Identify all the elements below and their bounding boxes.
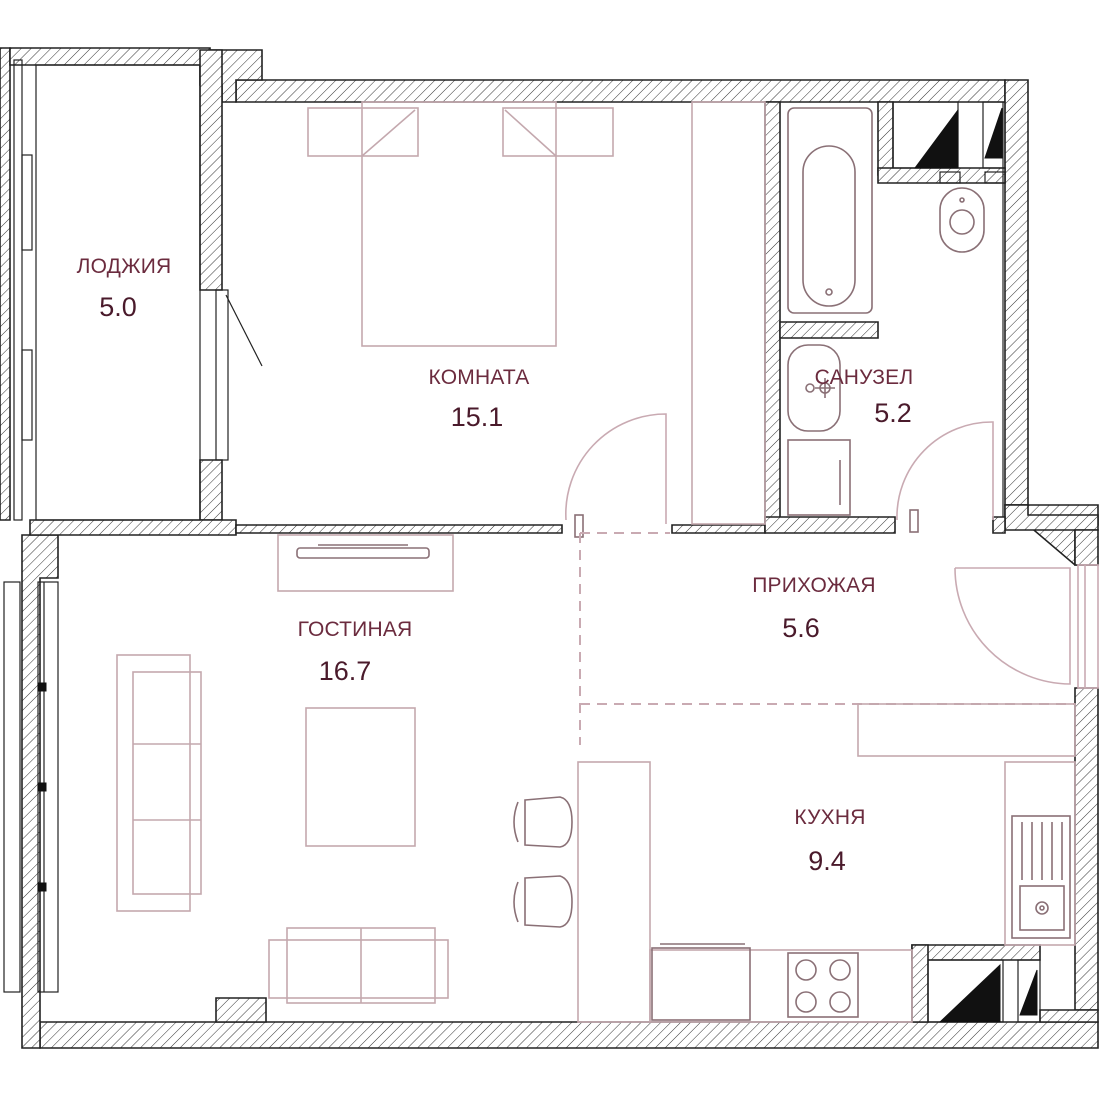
walls: [0, 47, 1099, 1049]
wall-shaft-top: [877, 101, 894, 176]
coffee-table: [305, 707, 416, 847]
wall-loggia-divider-lower: [199, 459, 223, 521]
loggia-glazing: [13, 59, 263, 521]
wall-bedroom-living: [29, 519, 237, 536]
room-area-bedroom: 15.1: [451, 402, 504, 432]
living-furniture: [116, 534, 651, 1023]
wall-bath-bottom-right: [992, 516, 1006, 534]
washbasin: [787, 344, 841, 432]
wall-bedroom-hall-thin: [671, 524, 766, 534]
wardrobe: [691, 101, 766, 525]
bar-counter: [577, 761, 651, 1023]
doors: [565, 413, 1099, 689]
sofa: [116, 654, 191, 912]
door-bathroom: [896, 421, 994, 521]
wall-loggia-top: [9, 47, 211, 66]
bathtub: [787, 107, 873, 314]
wall-bottom: [39, 1021, 1099, 1049]
dishwasher: [651, 947, 751, 1021]
room-area-kitchen: 9.4: [808, 846, 846, 876]
kitchen-furniture: [649, 703, 1076, 1023]
wall-right-upper: [1004, 79, 1029, 506]
wall-loggia-divider-inner: [199, 49, 223, 291]
door-bedroom: [565, 413, 667, 524]
bathroom-fixtures: [787, 101, 1006, 517]
cooktop: [787, 952, 859, 1018]
wall-loggia-left: [0, 47, 11, 521]
room-area-hallway: 5.6: [782, 613, 820, 643]
room-area-bathroom: 5.2: [874, 398, 912, 428]
room-labels: ЛОДЖИЯ 5.0 КОМНАТА 15.1 САНУЗЕЛ 5.2 ПРИХ…: [77, 255, 914, 876]
wall-bottom-right-corner: [1039, 1009, 1099, 1023]
washing-machine: [787, 439, 851, 516]
tv-stand: [277, 534, 454, 592]
armchair: [268, 939, 449, 999]
door-entrance: [954, 567, 1071, 685]
living-window: [3, 581, 59, 993]
bar-stool: [524, 796, 573, 848]
room-name-bedroom: КОМНАТА: [429, 366, 530, 389]
wall-bottom-column: [215, 997, 267, 1023]
room-area-loggia: 5.0: [99, 292, 137, 322]
wall-kitchen-shaft: [911, 944, 1041, 961]
room-name-hallway: ПРИХОЖАЯ: [752, 574, 876, 597]
bedroom-furniture: [307, 101, 766, 525]
bar-stool: [524, 875, 573, 928]
toilet: [939, 187, 985, 253]
counter-top: [857, 703, 1076, 757]
wall-bath-ledge: [779, 321, 879, 339]
bed: [361, 101, 557, 347]
wall-bed-bath: [764, 101, 781, 526]
room-name-loggia: ЛОДЖИЯ: [77, 255, 172, 278]
room-name-bathroom: САНУЗЕЛ: [815, 366, 914, 389]
wall-shaft-bottom: [877, 167, 1006, 184]
wall-right-jamb: [1074, 529, 1099, 566]
room-area-living: 16.7: [319, 656, 372, 686]
room-name-kitchen: КУХНЯ: [794, 806, 865, 829]
kitchen-cabinet-bottom: [649, 949, 913, 1023]
bathtub-basin: [802, 145, 856, 307]
wall-top-bedroom: [235, 79, 1006, 103]
wall-kitchen-shaft-side: [911, 944, 929, 1023]
tv: [296, 547, 430, 559]
wall-bath-bottom-left: [764, 516, 896, 534]
room-name-living: ГОСТИНАЯ: [298, 618, 413, 641]
zone-dividers: [579, 532, 1075, 745]
kitchen-cabinet-right: [1004, 761, 1076, 946]
sink: [1011, 815, 1071, 939]
wall-bedroom-living-thin: [235, 524, 563, 534]
wall-right-lower: [1074, 687, 1099, 1011]
